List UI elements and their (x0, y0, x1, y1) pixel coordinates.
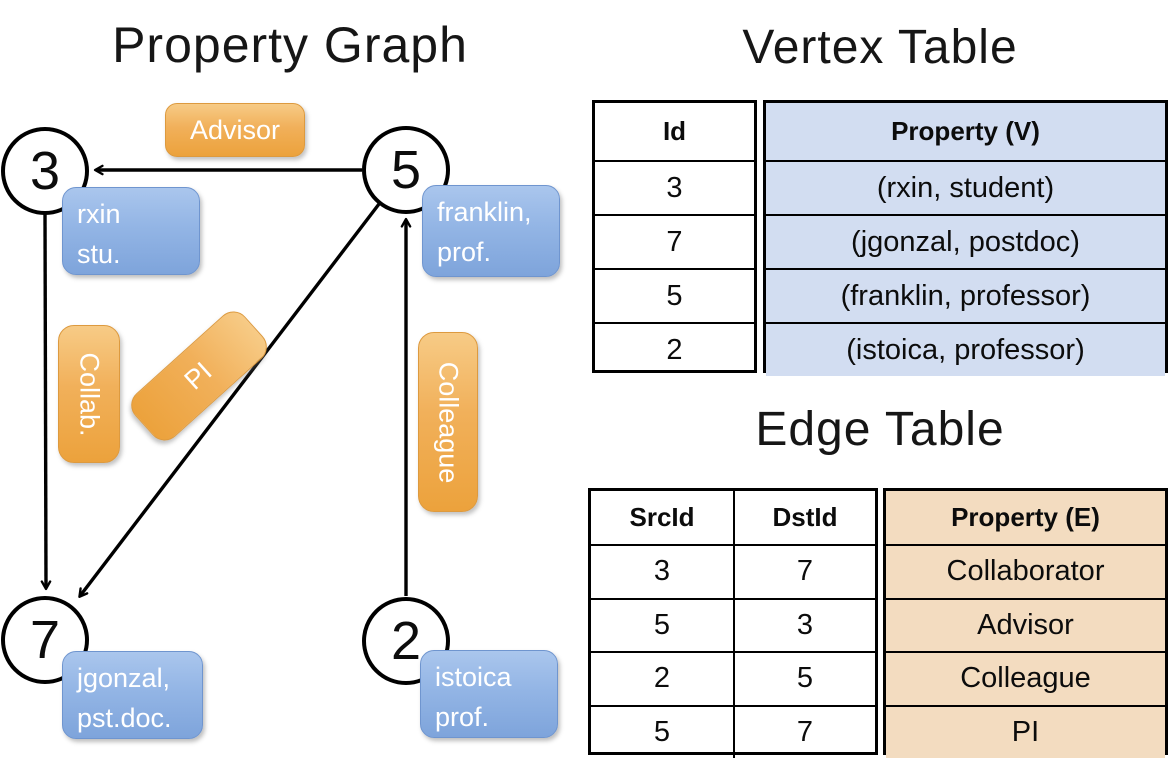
edge-5-to-7-pi (78, 202, 381, 598)
vertex-table-property-cell: (franklin, professor) (766, 268, 1165, 322)
vertex-table-property-column: Property (V) (rxin, student) (jgonzal, p… (763, 100, 1168, 376)
vertex-table-id-column: Id 3 7 5 2 (592, 100, 757, 373)
edge-label-colleague-text: Colleague (433, 361, 464, 483)
vertex-prop-box-franklin: franklin, prof. (422, 185, 560, 277)
vertex-table-property-cell: (istoica, professor) (766, 322, 1165, 376)
edge-label-advisor-text: Advisor (189, 114, 281, 145)
vertex-table-property-cell: (rxin, student) (766, 160, 1165, 214)
edge-table-src-cell: 3 (591, 544, 733, 598)
edge-table-src-dst-columns: SrcId DstId 3 7 5 3 2 5 5 7 (588, 488, 878, 758)
property-graph-title: Property Graph (112, 17, 468, 73)
edge-table-dst-cell: 7 (733, 704, 875, 758)
vertex-table-id-cell: 7 (595, 214, 754, 268)
vertex-node-2: 2 (362, 597, 450, 685)
edge-label-advisor: Advisor (165, 103, 305, 157)
vertex-node-2-id: 2 (390, 611, 422, 671)
edge-table-dst-cell: 3 (733, 597, 875, 651)
vertex-prop-franklin-line2: prof. (437, 237, 492, 267)
vertex-prop-rxin-line2: stu. (77, 239, 121, 269)
edge-table-dst-cell: 7 (733, 544, 875, 598)
vertex-table-id-cell: 3 (595, 160, 754, 214)
edge-table-property-cell: Colleague (886, 651, 1165, 705)
vertex-node-3-id: 3 (29, 141, 61, 201)
edge-table-property-header: Property (E) (886, 491, 1165, 544)
edge-table-dst-cell: 5 (733, 651, 875, 705)
vertex-prop-box-istoica: istoica prof. (420, 650, 558, 738)
vertex-table-property-header: Property (V) (766, 103, 1165, 160)
vertex-table-title: Vertex Table (742, 21, 1018, 74)
vertex-table-id-cell: 5 (595, 268, 754, 322)
vertex-table-id-cell: 2 (595, 322, 754, 376)
edge-table-src-cell: 2 (591, 651, 733, 705)
vertex-prop-jgonzal-line2: pst.doc. (77, 703, 172, 733)
vertex-prop-franklin-line1: franklin, (437, 197, 532, 227)
vertex-node-5: 5 (362, 126, 450, 214)
vertex-prop-istoica-line2: prof. (435, 702, 490, 732)
edge-table-property-cell: Collaborator (886, 544, 1165, 598)
edge-label-colleague: Colleague (418, 332, 478, 512)
edge-label-collab: Collab. (58, 325, 120, 463)
vertex-table-id-header: Id (662, 116, 687, 146)
vertex-node-5-id: 5 (390, 140, 422, 200)
edge-table-property-column: Property (E) Collaborator Advisor Collea… (883, 488, 1168, 758)
edge-label-pi-text: PI (179, 355, 219, 396)
vertex-prop-rxin-line1: rxin (77, 199, 121, 229)
vertex-node-7-id: 7 (29, 610, 61, 670)
edge-label-collab-text: Collab. (74, 351, 105, 437)
vertex-prop-jgonzal-line1: jgonzal, (77, 663, 171, 693)
edge-table-property-cell: PI (886, 704, 1165, 758)
vertex-prop-box-rxin: rxin stu. (62, 187, 200, 275)
edge-table-property-cell: Advisor (886, 597, 1165, 651)
graph-edges-canvas (40, 164, 412, 598)
edge-3-to-7-collaborator (40, 213, 52, 591)
vertex-prop-box-jgonzal: jgonzal, pst.doc. (62, 651, 203, 739)
edge-table-dst-header: DstId (733, 491, 875, 544)
edge-table-src-cell: 5 (591, 704, 733, 759)
edge-table-src-header: SrcId (629, 502, 695, 532)
vertex-table-property-cell: (jgonzal, postdoc) (766, 214, 1165, 268)
vertex-prop-istoica-line1: istoica (435, 662, 512, 692)
edge-table-src-cell: 5 (591, 597, 733, 652)
edge-table-title: Edge Table (755, 403, 1005, 456)
